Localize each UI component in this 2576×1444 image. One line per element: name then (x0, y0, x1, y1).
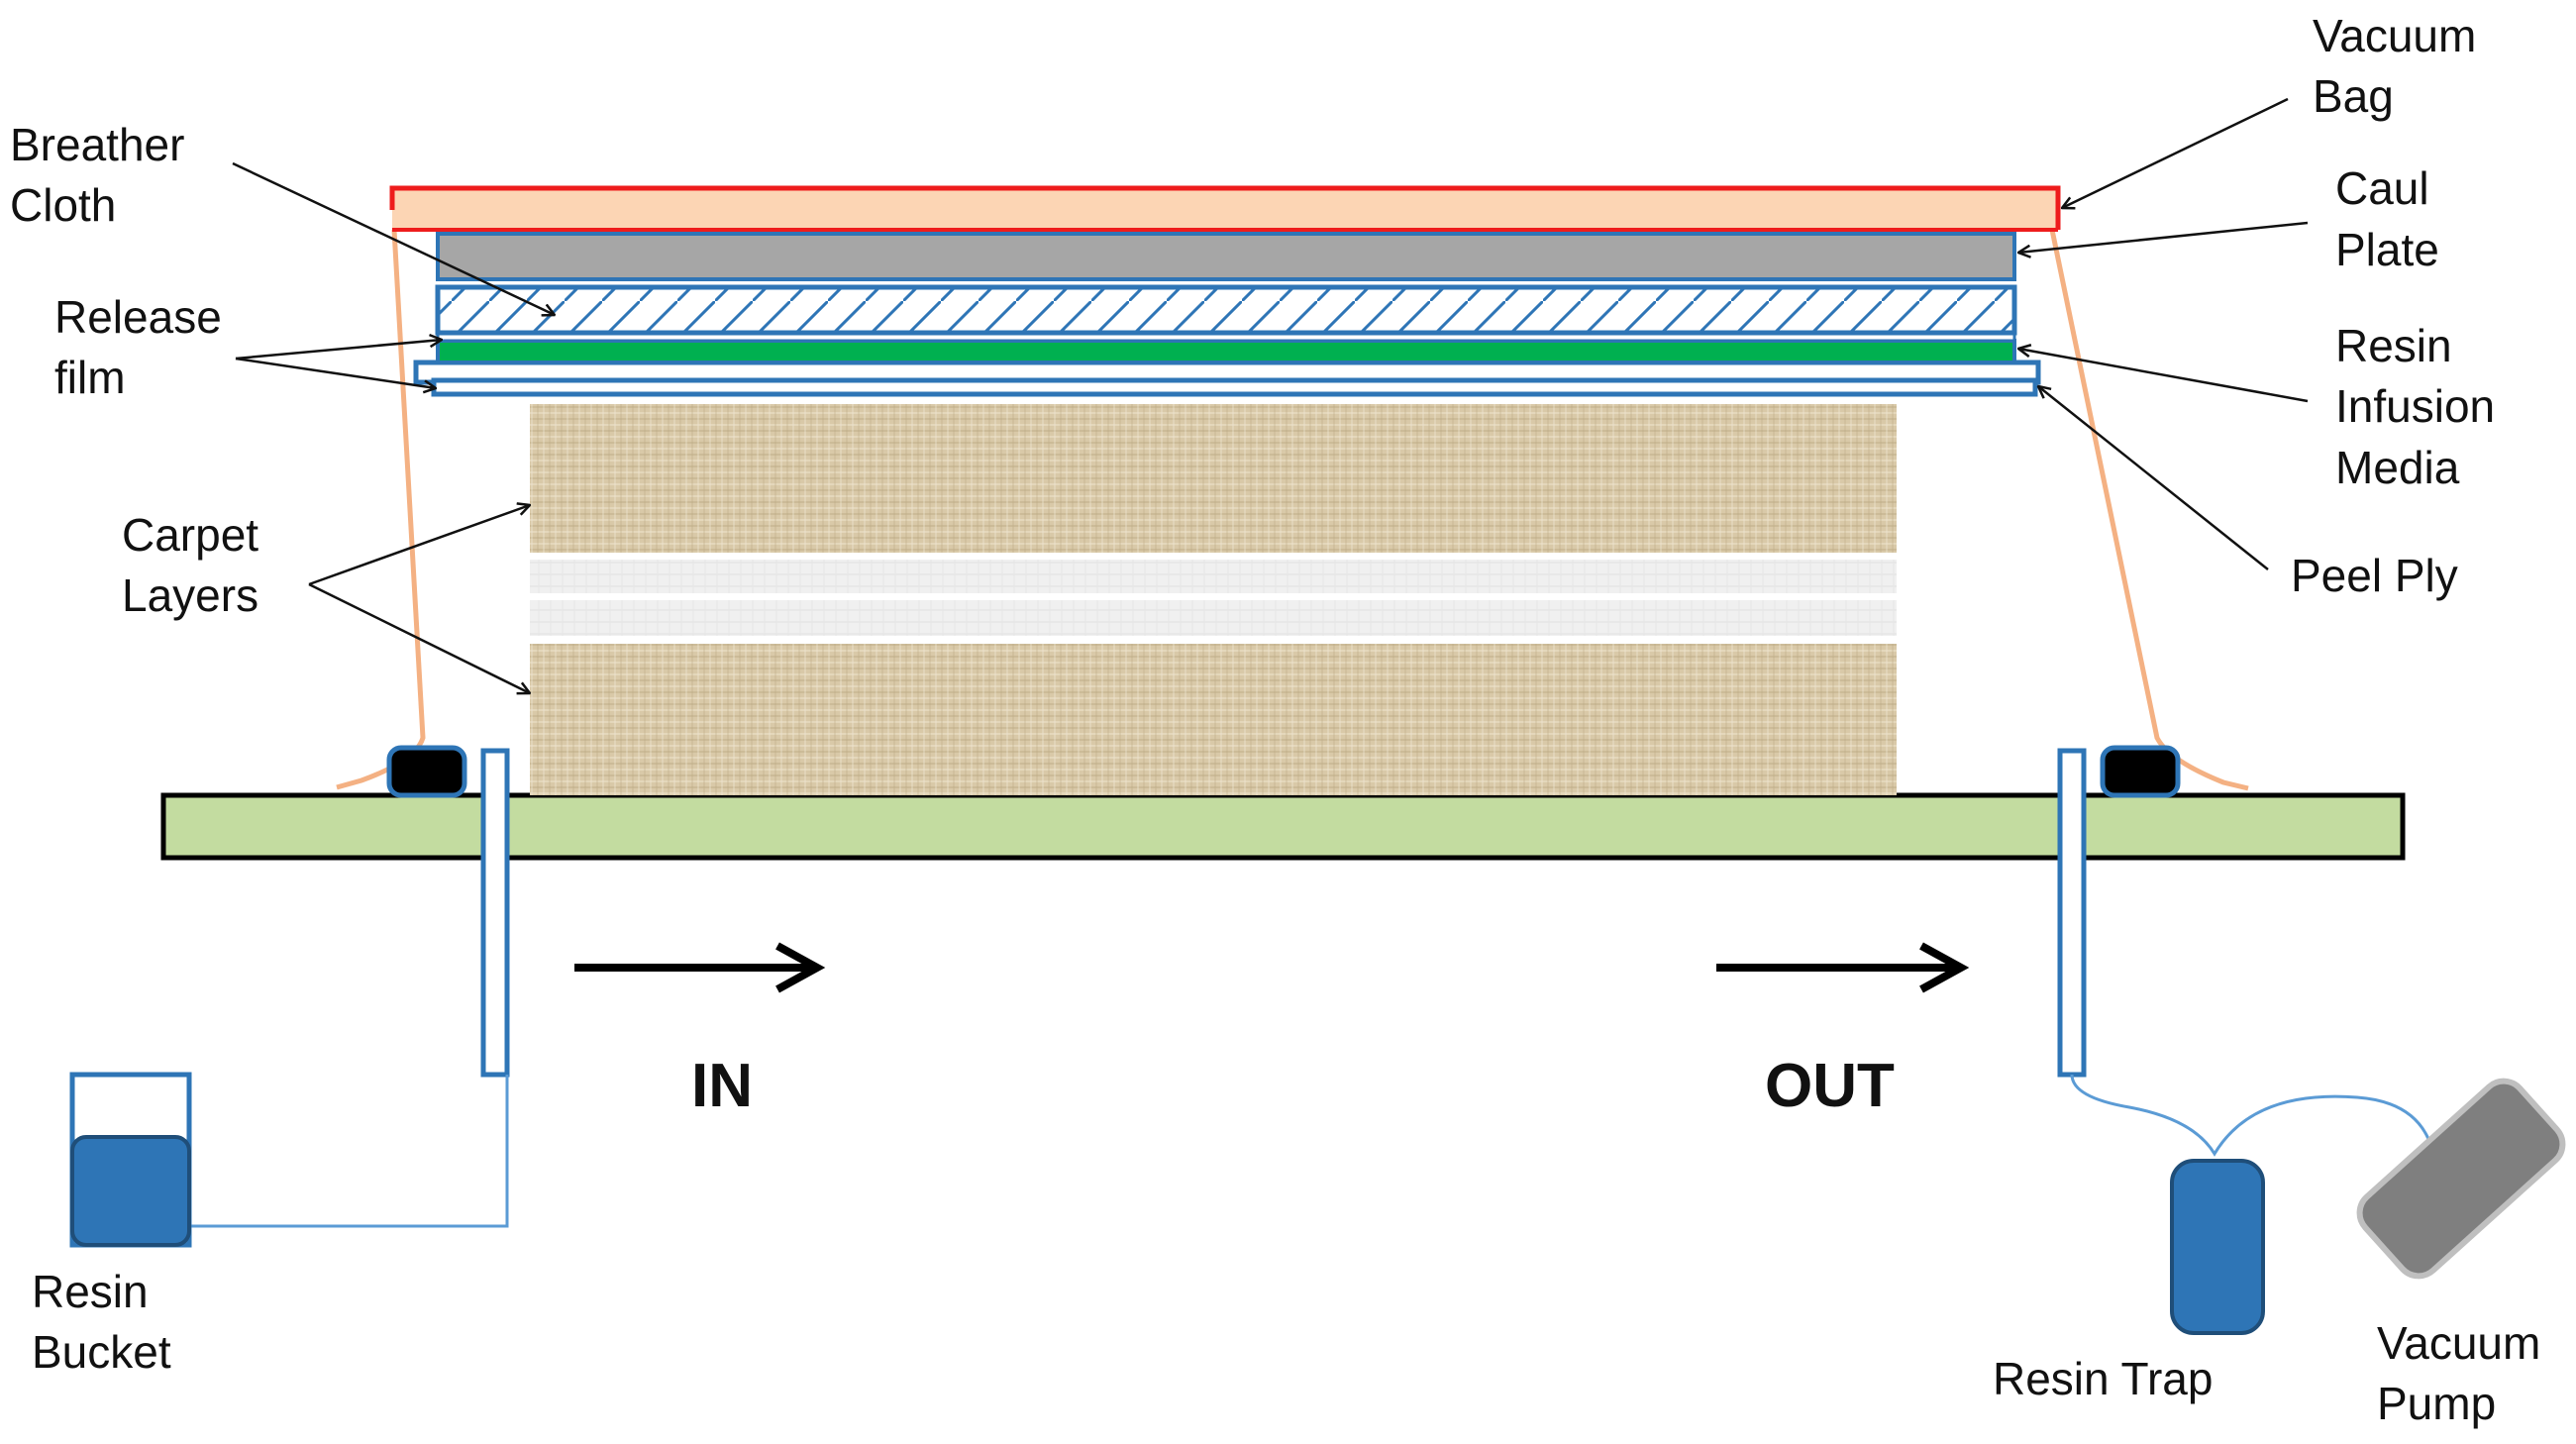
flow-arrow-in (574, 942, 826, 993)
release-film-lower (431, 377, 2038, 397)
resin-infusion-media (436, 339, 2016, 364)
label-breather-cloth: Breather Cloth (10, 119, 197, 231)
leader-lines (232, 97, 2309, 693)
carpet-layers (530, 404, 1897, 795)
label-release-film: Release film (54, 291, 235, 403)
label-vacuum-bag: Vacuum Bag (2313, 10, 2489, 122)
resin-bucket (69, 1072, 192, 1248)
sealant-tape-left (386, 745, 467, 798)
label-caul-plate: Caul Plate (2335, 162, 2441, 275)
carpet-layer-light-2 (530, 600, 1897, 636)
vacuum-bag-edge (389, 185, 2061, 230)
vacuum-bag (392, 188, 2058, 230)
label-out: OUT (1765, 1052, 1895, 1120)
carpet-layer-light-1 (530, 560, 1897, 593)
label-resin-bucket: Resin Bucket (32, 1266, 171, 1378)
label-resin-trap: Resin Trap (1993, 1353, 2213, 1404)
breather-cloth (435, 284, 2017, 336)
outlet-hose (2070, 1074, 2430, 1157)
label-vacuum-pump: Vacuum Pump (2377, 1317, 2553, 1429)
flow-arrow-out (1716, 942, 1970, 993)
vacuum-pump (2356, 1078, 2566, 1280)
mold-table (160, 792, 2406, 861)
label-resin-infusion-media: Resin Infusion Media (2335, 320, 2508, 493)
resin-trap (2170, 1159, 2265, 1335)
carpet-layer-bottom (530, 644, 1897, 795)
sealant-tape-right (2100, 745, 2181, 798)
label-peel-ply: Peel Ply (2291, 550, 2458, 601)
caul-plate (436, 232, 2016, 281)
inlet-hose (190, 1075, 509, 1228)
label-carpet-layers: Carpet Layers (122, 509, 271, 621)
outlet-port-tube (2057, 748, 2087, 1078)
inlet-port-tube (480, 748, 510, 1078)
label-in: IN (691, 1052, 753, 1120)
carpet-layer-top (530, 404, 1897, 553)
